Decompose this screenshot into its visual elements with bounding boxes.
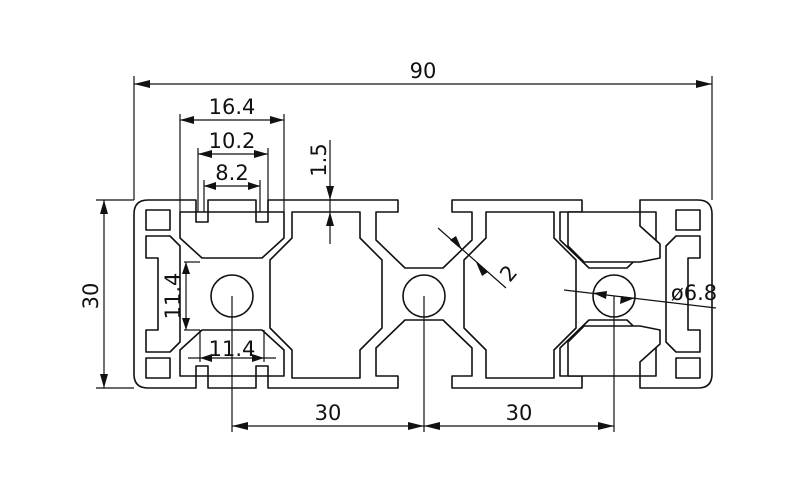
dim-pitch-left: 30: [315, 401, 342, 425]
dim-slot-middle: 10.2: [209, 129, 256, 153]
cavity-left: [269, 211, 383, 379]
dim-slot-outer: 16.4: [209, 95, 256, 119]
profile-outline: [133, 199, 713, 389]
corner-pocket-bl: [145, 357, 171, 379]
dim-pitch-right: 30: [506, 401, 533, 425]
dimension-lines: [96, 76, 717, 432]
dim-core-width: 11.4: [209, 337, 256, 361]
dim-height: 30: [79, 283, 103, 310]
dim-slot-opening: 8.2: [215, 161, 248, 185]
dimension-labels: 90 16.4 10.2 8.2 1.5 30 11.4 11.4 30 30 …: [79, 59, 717, 425]
left-slot-cavity: [179, 211, 285, 259]
cavity-right: [463, 211, 577, 379]
corner-pocket-br: [675, 357, 701, 379]
dim-core-height: 11.4: [161, 273, 185, 320]
dim-bore-diameter: ø6.8: [671, 281, 717, 305]
corner-pocket-tl: [145, 209, 171, 231]
dim-overall-width: 90: [410, 59, 437, 83]
left-end-slot: [145, 235, 181, 353]
corner-pocket-tr: [675, 209, 701, 231]
dim-lip-thickness: 1.5: [307, 143, 331, 176]
cavity-right-core: [567, 211, 661, 263]
right-end-slot: [665, 235, 701, 353]
